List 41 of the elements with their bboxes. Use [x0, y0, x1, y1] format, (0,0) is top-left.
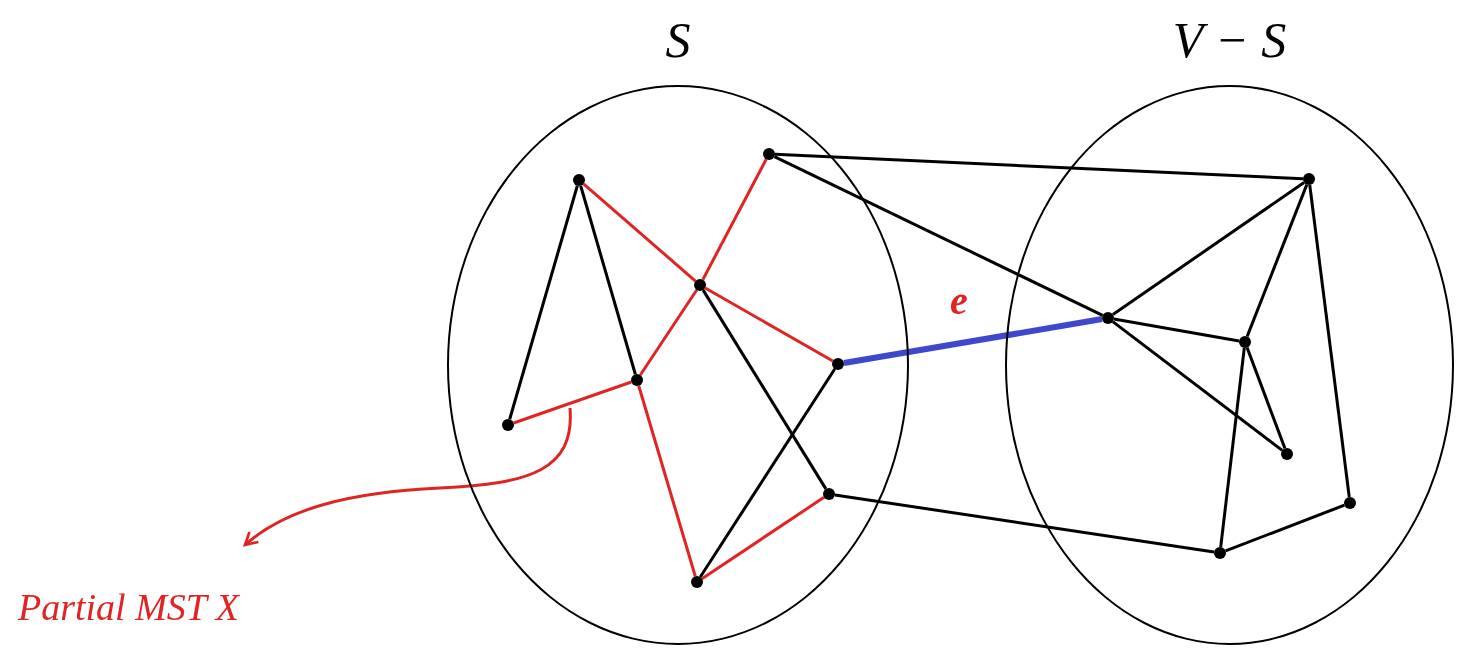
graph-edge [508, 185, 579, 420]
graph-vertex [1344, 497, 1356, 509]
graph-edge [1245, 347, 1287, 449]
graph-vertex [1214, 547, 1226, 559]
graph-edge [843, 316, 1103, 366]
graph-vertex [832, 358, 844, 370]
set-heading: V − S [1172, 11, 1287, 70]
graph-vertex [573, 174, 585, 186]
graph-edge [1219, 347, 1246, 548]
graph-edge [1245, 184, 1309, 337]
graph-edge [1225, 503, 1345, 553]
graph-edge [513, 380, 632, 425]
graph-vertex [1281, 448, 1293, 460]
graph-edge [1113, 317, 1240, 343]
graph-edge [1308, 184, 1351, 498]
graph-edge [773, 155, 1104, 317]
graph-vertex [1303, 173, 1315, 185]
graph-vertex [1239, 336, 1251, 348]
graph-edge [701, 289, 828, 490]
graph-vertex [763, 148, 775, 160]
graph-vertex [502, 419, 514, 431]
graph-vertex [631, 374, 643, 386]
annotation-text: Partial MST X [18, 582, 239, 632]
graph-edge [699, 368, 836, 578]
graph-edge [701, 158, 768, 281]
graph-edge [834, 493, 1215, 554]
graph-edge [1112, 181, 1305, 316]
graph-vertex [691, 576, 703, 588]
graph-edge [637, 385, 697, 577]
graph-edge [1111, 320, 1284, 452]
graph-edge [639, 289, 698, 376]
graph-edge [704, 286, 834, 363]
graph-vertex [823, 488, 835, 500]
set-heading: S [665, 11, 691, 70]
graph-edge [579, 185, 637, 375]
graph-edge [701, 496, 825, 580]
graph-edge [774, 152, 1304, 181]
graph-edge [582, 182, 697, 283]
graph-vertex [1102, 312, 1114, 324]
graph-vertex [694, 279, 706, 291]
leader-arrow [243, 407, 572, 547]
